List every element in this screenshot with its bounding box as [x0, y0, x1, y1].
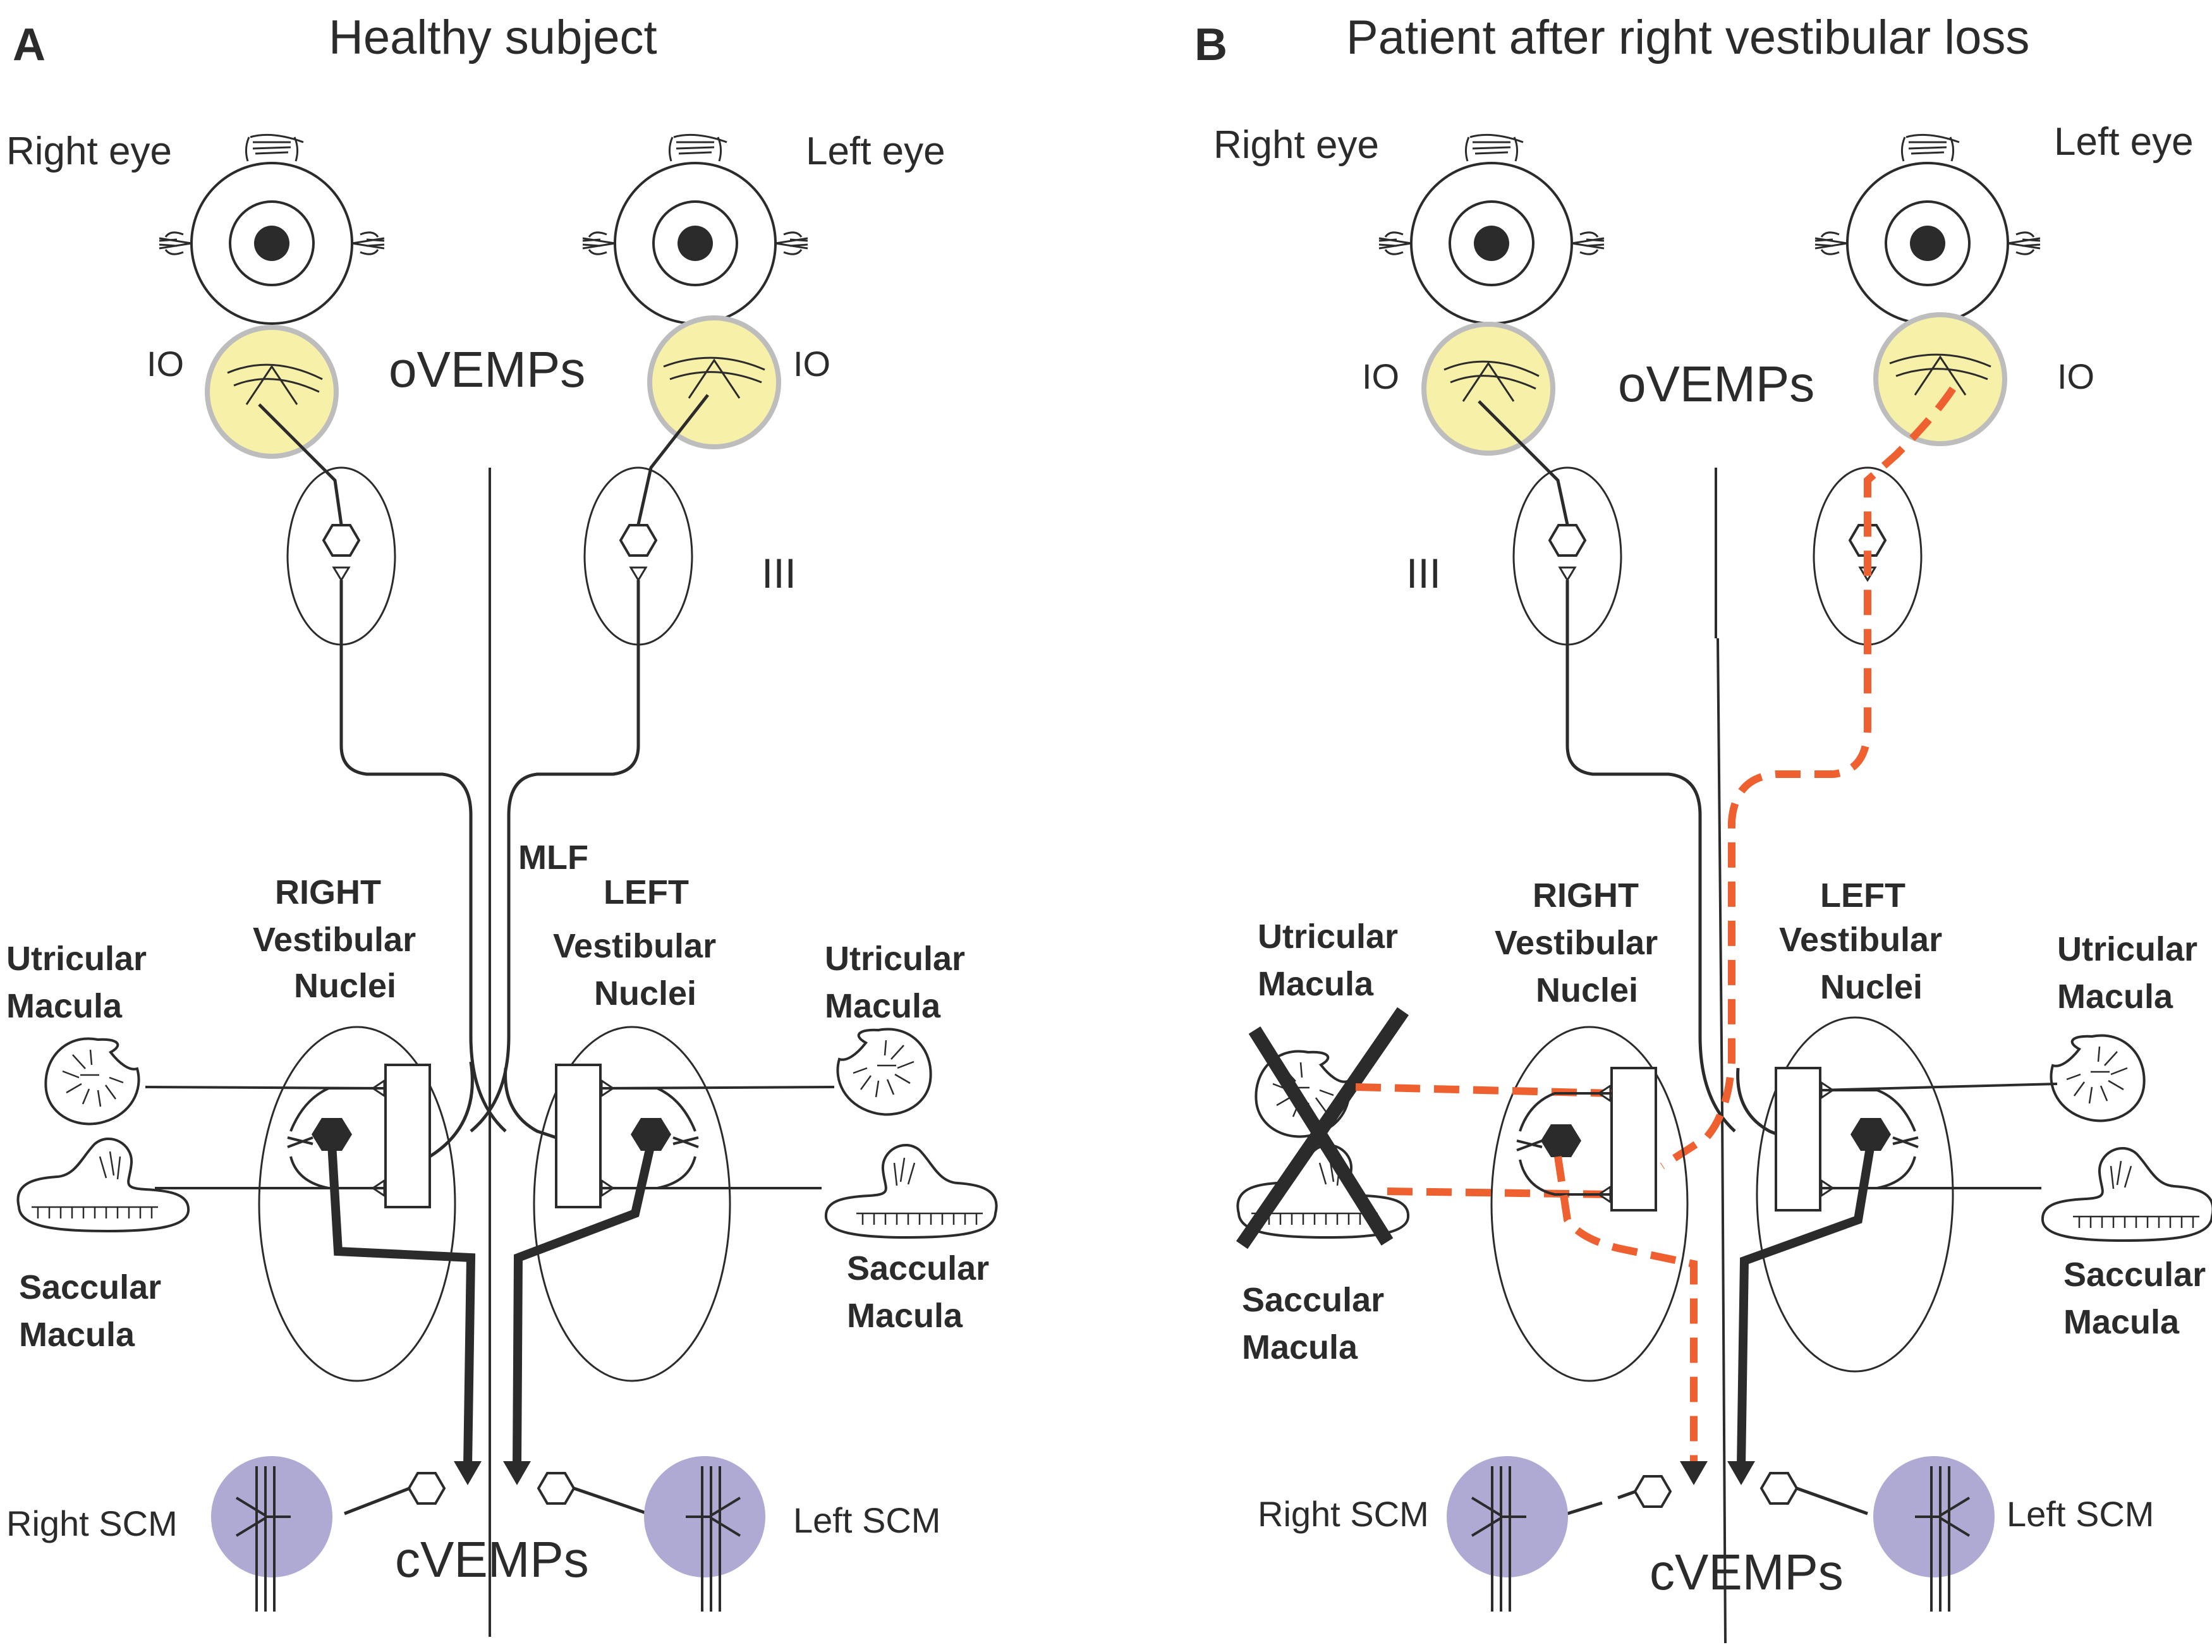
- panel-a-ovemps: oVEMPs: [389, 341, 585, 398]
- b-io-right-muscle: [1421, 322, 1555, 456]
- right-eye-icon: [158, 133, 386, 325]
- svg-text:Macula: Macula: [19, 1316, 135, 1354]
- b-io-left-muscle: [1873, 312, 2007, 446]
- panel-b-right-eye-label: Right eye: [1213, 123, 1379, 167]
- utricle-left-icon: [836, 1028, 932, 1116]
- io-right-muscle: [205, 325, 339, 459]
- panel-b-left-scm: Left SCM: [2007, 1494, 2154, 1534]
- panel-a: A Healthy subject Right eye Left eye IO …: [6, 11, 998, 1637]
- b-utricle-left-icon: [2050, 1034, 2146, 1122]
- saccule-right-icon: [16, 1137, 190, 1232]
- svg-text:Macula: Macula: [825, 987, 941, 1025]
- panel-a-utricular-left-label: Utricular Macula: [825, 940, 965, 1025]
- svg-text:Nuclei: Nuclei: [1820, 968, 1923, 1006]
- panel-b-saccular-left-label: Saccular Macula: [2063, 1256, 2206, 1341]
- panel-a-right-vn-label: RIGHT Vestibular Nuclei: [253, 873, 416, 1005]
- svg-text:Macula: Macula: [1258, 965, 1374, 1003]
- panel-b-ovemps: oVEMPs: [1618, 356, 1814, 412]
- svg-text:Nuclei: Nuclei: [594, 975, 696, 1012]
- panel-b-saccular-right-label: Saccular Macula: [1242, 1281, 1384, 1366]
- panel-b-letter: B: [1194, 20, 1227, 70]
- left-eye-icon: [581, 133, 809, 325]
- panel-a-cvemps: cVEMPs: [395, 1531, 589, 1588]
- svg-text:Macula: Macula: [847, 1297, 963, 1335]
- panel-a-right-scm: Right SCM: [6, 1503, 178, 1543]
- svg-text:Saccular: Saccular: [2063, 1256, 2206, 1294]
- panel-b-io-right: IO: [1362, 356, 1399, 396]
- panel-a-mlf: MLF: [518, 839, 588, 877]
- svg-text:LEFT: LEFT: [604, 873, 689, 911]
- svg-text:RIGHT: RIGHT: [1533, 877, 1639, 914]
- panel-a-right-eye-label: Right eye: [6, 130, 172, 173]
- right-scm-icon: [210, 1455, 334, 1613]
- panel-a-io-left: IO: [793, 344, 830, 384]
- utricle-right-icon: [44, 1037, 140, 1126]
- panel-a-left-eye-label: Left eye: [806, 130, 945, 173]
- svg-text:Vestibular: Vestibular: [1495, 924, 1658, 962]
- svg-text:Saccular: Saccular: [1242, 1281, 1384, 1319]
- svg-text:Vestibular: Vestibular: [553, 927, 716, 965]
- b-saccule-left-icon: [2041, 1146, 2212, 1242]
- saccule-left-icon: [824, 1143, 998, 1239]
- svg-text:Utricular: Utricular: [6, 940, 147, 978]
- svg-text:Saccular: Saccular: [19, 1268, 161, 1306]
- svg-text:Utricular: Utricular: [825, 940, 965, 978]
- panel-b-title: Patient after right vestibular loss: [1346, 11, 2029, 64]
- b-left-scm-icon: [1872, 1455, 1996, 1613]
- panel-a-nerve-iii: III: [762, 550, 796, 597]
- b-left-eye-icon: [1814, 133, 2041, 325]
- svg-text:Vestibular: Vestibular: [1779, 921, 1942, 959]
- svg-text:RIGHT: RIGHT: [275, 873, 381, 911]
- panel-a-left-vn-label: LEFT Vestibular Nuclei: [553, 873, 716, 1012]
- svg-text:LEFT: LEFT: [1820, 877, 1905, 914]
- panel-b-right-scm: Right SCM: [1258, 1494, 1429, 1534]
- svg-text:Macula: Macula: [6, 987, 123, 1025]
- svg-text:Macula: Macula: [2063, 1303, 2180, 1341]
- panel-b-cvemps: cVEMPs: [1650, 1544, 1844, 1600]
- panel-b-io-left: IO: [2057, 356, 2094, 396]
- svg-text:Nuclei: Nuclei: [294, 967, 396, 1005]
- panel-a-left-scm: Left SCM: [793, 1500, 940, 1540]
- panel-b-left-eye-label: Left eye: [2054, 120, 2194, 164]
- b-right-scm-icon: [1445, 1455, 1569, 1613]
- panel-b-right-vn-label: RIGHT Vestibular Nuclei: [1495, 877, 1658, 1009]
- panel-a-letter: A: [13, 20, 46, 70]
- svg-text:Utricular: Utricular: [2057, 930, 2197, 968]
- panel-b-utricular-left-label: Utricular Macula: [2057, 930, 2197, 1016]
- panel-a-title: Healthy subject: [329, 11, 657, 64]
- panel-b-left-vn-label: LEFT Vestibular Nuclei: [1779, 877, 1942, 1006]
- lesion-x-mark: [1236, 1007, 1409, 1249]
- panel-a-io-right: IO: [147, 344, 184, 384]
- io-left-muscle: [647, 315, 781, 449]
- panel-a-utricular-right-label: Utricular Macula: [6, 940, 147, 1025]
- svg-text:Vestibular: Vestibular: [253, 921, 416, 959]
- panel-a-saccular-left-label: Saccular Macula: [847, 1249, 989, 1335]
- svg-text:Nuclei: Nuclei: [1536, 971, 1638, 1009]
- svg-text:Macula: Macula: [2057, 978, 2173, 1016]
- left-scm-icon: [643, 1455, 767, 1613]
- panel-b: B Patient after right vestibular loss Ri…: [1194, 11, 2212, 1644]
- b-right-eye-icon: [1378, 133, 1605, 325]
- svg-text:Utricular: Utricular: [1258, 918, 1398, 956]
- svg-text:Saccular: Saccular: [847, 1249, 989, 1287]
- svg-text:Macula: Macula: [1242, 1328, 1358, 1366]
- panel-b-utricular-right-label: Utricular Macula: [1258, 918, 1398, 1003]
- panel-b-nerve-iii: III: [1406, 550, 1441, 597]
- panel-a-saccular-right-label: Saccular Macula: [19, 1268, 161, 1354]
